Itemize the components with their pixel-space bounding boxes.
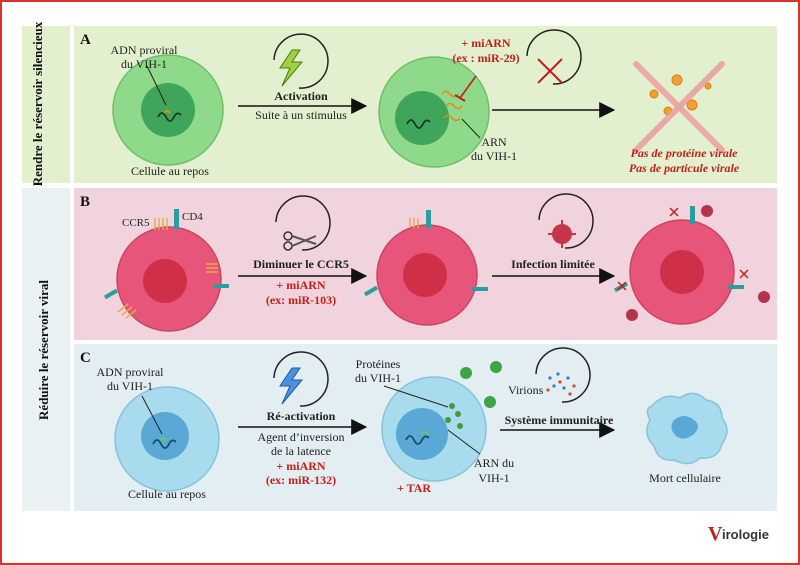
proviral-dna-label-c-2: du VIH-1: [107, 379, 153, 393]
cell-b-1: [103, 209, 229, 332]
cell-b-2: [363, 210, 488, 326]
arrow-reduce-ccr5-title: Diminuer le CCR5: [253, 257, 349, 271]
proviral-dna-label-c: ADN proviral: [97, 365, 165, 379]
arrow-immune-system-title: Système immunitaire: [505, 413, 614, 427]
proviral-dna-strand: [157, 112, 182, 122]
mirna-example-b: (ex: miR-103): [266, 293, 336, 307]
resting-cell-a: [112, 54, 224, 166]
ccr5-label: CCR5: [122, 217, 150, 229]
result-no-particle: Pas de particule virale: [629, 161, 740, 175]
lra-label: Agent d’inversion: [258, 430, 345, 444]
scissors-icon: [275, 195, 331, 251]
stimulus-lightning-icon: [273, 33, 329, 89]
side-strip-bc: [22, 188, 70, 511]
reactivated-cell-c: [381, 376, 487, 482]
mirna-label-c: + miARN: [276, 459, 326, 473]
cd4-receptor: [103, 209, 229, 300]
blocked-entry-icon: [617, 207, 749, 291]
resting-cell-label-c: Cellule au repos: [128, 487, 206, 501]
cd4-label: CD4: [182, 211, 203, 223]
cell-death-label: Mort cellulaire: [649, 471, 721, 485]
cross-icon: [526, 29, 582, 85]
rna-label-c: ARN du: [474, 456, 514, 470]
cell-b-3: [613, 205, 770, 325]
arrow-limited-infection-title: Infection limitée: [511, 257, 595, 271]
resting-cell-c: [114, 386, 220, 492]
resting-cell-label: Cellule au repos: [131, 164, 209, 178]
mirna-label-a: + miARN: [461, 36, 511, 50]
lra-label-2: de la latence: [271, 444, 331, 458]
reactivation-lightning-icon: [273, 351, 329, 407]
svg-text:V: V: [708, 523, 723, 545]
proviral-dna-label-2: du VIH-1: [121, 57, 167, 71]
mirna-inhibit-line: [459, 75, 477, 99]
virions-label: Virions: [508, 383, 544, 397]
svg-text:irologie: irologie: [722, 527, 769, 542]
virion-icons: [460, 361, 502, 408]
arrow-activation-title: Activation: [274, 89, 328, 103]
panel-letter-b: B: [80, 194, 90, 210]
activated-cell-a: [378, 56, 490, 168]
proviral-dna-label: ADN proviral: [111, 43, 179, 57]
result-no-protein: Pas de protéine virale: [631, 146, 739, 160]
immune-system-icon: [535, 347, 591, 403]
proteins-label: Protéines: [356, 357, 401, 371]
arrow-reactivation-title: Ré-activation: [267, 409, 336, 423]
rna-label-a: ARN: [481, 135, 507, 149]
side-strip-a: [22, 26, 70, 183]
mirna-example-a: (ex : miR-29): [452, 51, 519, 65]
arrow-activation-sub: Suite à un stimulus: [255, 108, 347, 122]
pointer-line: [146, 65, 167, 106]
rna-label-c-2: VIH-1: [478, 471, 509, 485]
virologie-logo: V irologie: [708, 523, 769, 545]
virus-icon: [538, 193, 594, 249]
side-label-a: Rendre le réservoir silencieux: [30, 21, 45, 186]
dying-cell: [646, 392, 728, 465]
mirna-label-b: + miARN: [276, 278, 326, 292]
proteins-label-2: du VIH-1: [355, 371, 401, 385]
ccr5-receptor: [117, 218, 218, 319]
crossed-virions: [633, 61, 725, 153]
side-label-bc: Réduire le réservoir viral: [36, 280, 51, 420]
panel-letter-a: A: [80, 32, 91, 48]
mirna-example-c: (ex: miR-132): [266, 473, 336, 487]
tar-label: + TAR: [397, 481, 431, 495]
viral-protein-dots: [445, 403, 463, 429]
rna-label-a-2: du VIH-1: [471, 149, 517, 163]
panel-letter-c: C: [80, 350, 91, 366]
